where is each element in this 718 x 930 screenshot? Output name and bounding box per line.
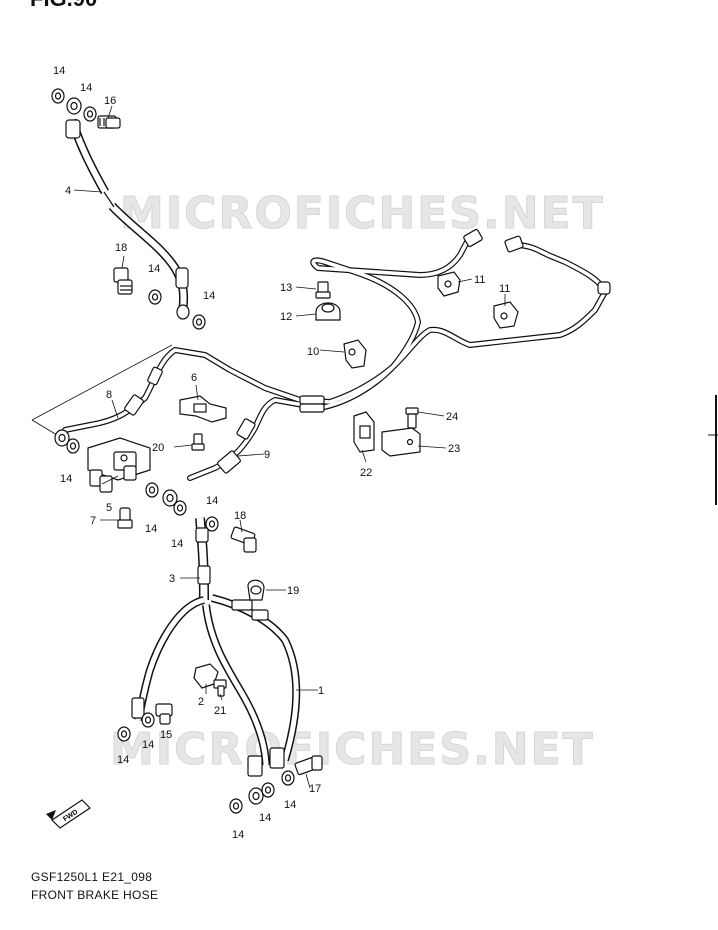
callout-24: 24 [446,411,458,423]
bracket-6 [179,395,227,423]
callout-18: 18 [115,242,127,254]
callout-21: 21 [214,705,226,717]
bolt-21 [213,679,227,697]
brake-hose-4 [65,118,190,320]
callout-14: 14 [171,538,183,550]
callout-14: 14 [203,290,215,302]
callout-14: 14 [142,739,154,751]
callout-14: 14 [148,263,160,275]
callout-12: 12 [280,311,292,323]
clamp-11-a [437,271,461,297]
callout-14: 14 [53,65,65,77]
washer-14-lower [117,712,295,814]
callout-2: 2 [198,696,204,708]
callout-14: 14 [145,523,157,535]
union-bolt-18-lower [230,526,257,553]
callout-4: 4 [65,185,71,197]
clamp-19 [247,579,265,601]
bolt-20 [191,433,205,451]
washer-14 [51,88,206,330]
pipe-fittings [124,228,611,474]
callout-14: 14 [117,754,129,766]
forward-arrow-icon: FWD [46,799,91,829]
callout-14: 14 [80,82,92,94]
callout-8: 8 [106,389,112,401]
callout-20: 20 [152,442,164,454]
callout-23: 23 [448,443,460,455]
callout-16: 16 [104,95,116,107]
callout-13: 13 [280,282,292,294]
callout-9: 9 [264,449,270,461]
callout-11: 11 [474,274,485,286]
diagram-title: FRONT BRAKE HOSE [31,888,159,902]
callout-17: 17 [309,783,321,795]
callout-15: 15 [160,729,172,741]
union-bolt-16 [97,115,121,129]
clamp-11-b [493,301,519,329]
watermark-top: MICROFICHES.NET [120,188,605,239]
plate-23 [381,427,421,457]
union-bolt-18 [113,267,133,295]
callout-1: 1 [318,685,324,697]
callout-14: 14 [284,799,296,811]
callout-14: 14 [60,473,72,485]
leader-lines [73,105,506,789]
bolt-7 [117,507,133,529]
callout-14: 14 [232,829,244,841]
union-bolt-15 [155,703,173,725]
watermark-bottom: MICROFICHES.NET [110,724,595,775]
callout-5: 5 [106,502,112,514]
clamp-12 [315,302,341,321]
brake-hose-3 [195,517,211,601]
bolt-13 [315,281,331,299]
callout-labels: 14 14 16 4 18 14 14 8 6 20 9 14 5 7 14 1… [53,65,510,841]
clamp-10 [343,339,367,369]
callout-3: 3 [169,573,175,585]
callout-7: 7 [90,515,96,527]
callout-14: 14 [206,495,218,507]
callout-10: 10 [307,346,319,358]
brake-hose-1 [131,594,301,777]
brake-joint-5 [54,429,151,493]
callout-6: 6 [191,372,197,384]
diagram-code: GSF1250L1 E21_098 [31,870,153,884]
callout-18: 18 [234,510,246,522]
union-bolt-17 [294,755,323,776]
bolt-24 [405,407,419,429]
callout-14: 14 [259,812,271,824]
callout-11: 11 [499,283,510,295]
clamp-22 [353,411,375,453]
figure-label: FIG.90 [30,0,97,11]
callout-22: 22 [360,467,372,479]
callout-19: 19 [287,585,299,597]
washer-14-mid [145,482,219,532]
